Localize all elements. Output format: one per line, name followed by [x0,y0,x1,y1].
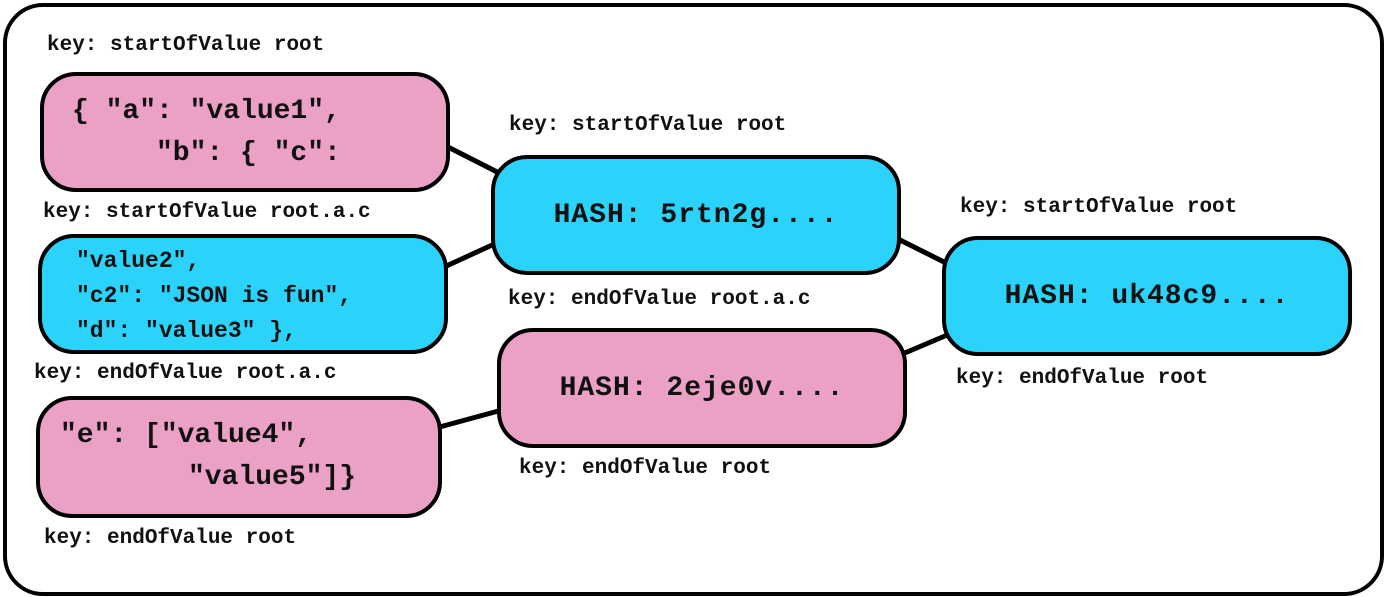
chunk3-line-1: "e": ["value4", [60,420,313,451]
hash1-end-key-label: key: endOfValue root.a.c [508,288,811,311]
json-chunk-3: "e": ["value4", "value5"]} [36,396,442,518]
chunk3-start-key-label: key: endOfValue root.a.c [34,362,337,385]
hash3-end-key-label: key: endOfValue root [956,367,1209,390]
json-chunk-2: "value2", "c2": "JSON is fun", "d": "val… [38,234,448,354]
chunk1-line-2: "b": { "c": [156,138,341,169]
chunk2-line-2: "c2": "JSON is fun", [76,283,353,309]
hash-node-2: HASH: 2eje0v.... [497,328,907,448]
hash-node-3: HASH: uk48c9.... [942,236,1352,356]
json-chunk-1: { "a": "value1", "b": { "c": [40,72,450,192]
chunk2-line-1: "value2", [76,248,201,274]
chunk1-start-key-label: key: startOfValue root [47,34,325,57]
chunk3-line-2: "value5"]} [188,462,357,493]
hash3-start-key-label: key: startOfValue root [960,196,1238,219]
edge-chunk3-hash2 [435,407,503,431]
hash1-start-key-label: key: startOfValue root [509,114,787,137]
hash-node-1: HASH: 5rtn2g.... [491,155,901,275]
edge-chunk1-hash1 [444,143,507,179]
hash2-end-key-label: key: endOfValue root [519,457,772,480]
edge-hash2-hash3 [899,330,953,358]
chunk2-line-3: "d": "value3" }, [76,318,297,344]
chunk1-line-1: { "a": "value1", [72,96,341,127]
chunk3-end-key-label: key: endOfValue root [44,527,297,550]
chunk2-start-key-label: key: startOfValue root.a.c [43,201,371,224]
